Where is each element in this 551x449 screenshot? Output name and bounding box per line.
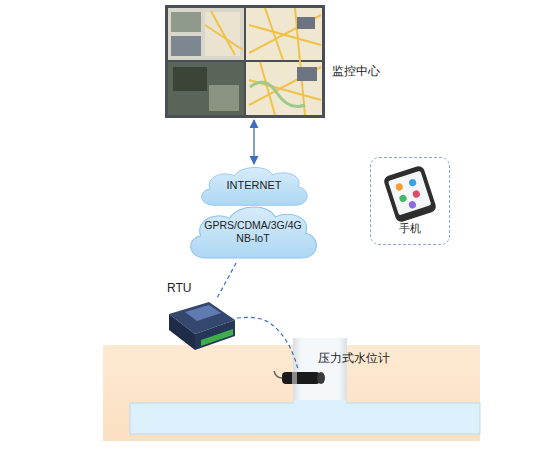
cloud-outline — [202, 167, 308, 205]
node-label: RTU — [167, 281, 191, 295]
network-cloud: GPRS/CDMA/3G/4G NB-IoT — [184, 201, 322, 263]
wireless-link — [237, 317, 298, 369]
sensor-ring — [292, 372, 297, 384]
ground-band — [103, 345, 480, 441]
cloud-outline — [191, 207, 317, 258]
map-road — [249, 67, 321, 105]
rtu-shape — [165, 300, 237, 355]
node-label: 压力式水位计 — [318, 351, 390, 365]
app-icon — [412, 190, 421, 199]
text-wrap: 手机 — [371, 218, 449, 236]
link-arrow — [253, 120, 254, 164]
well-water — [294, 400, 346, 406]
screen-panel — [168, 62, 244, 115]
wireless-link — [216, 263, 236, 300]
sensor-cable — [274, 371, 282, 378]
text-wrap: RTU — [167, 278, 191, 296]
video-thumb — [209, 85, 239, 111]
wall-frame — [165, 5, 325, 118]
map-road — [205, 25, 243, 50]
internet-cloud: INTERNET — [196, 163, 312, 209]
rtu-label-plate — [185, 305, 221, 321]
video-thumb — [173, 67, 207, 91]
rtu-side — [169, 314, 195, 350]
app-icon — [408, 178, 417, 187]
map-road — [249, 15, 321, 53]
monitor-wall: 监控中心 — [165, 5, 325, 118]
map-road — [265, 8, 283, 60]
app-icon — [395, 182, 404, 191]
map-road — [211, 11, 235, 55]
map-thumb — [205, 12, 240, 56]
text-wrap: INTERNET — [196, 163, 312, 209]
text-wrap: GPRS/CDMA/3G/4G NB-IoT — [184, 201, 322, 263]
app-icon — [398, 194, 407, 203]
app-icon — [408, 200, 417, 209]
node-label: 手机 — [399, 222, 421, 234]
video-thumb — [171, 36, 201, 56]
screen-panel — [246, 62, 322, 115]
wall-shape — [165, 5, 325, 118]
phone-box: 手机 — [370, 157, 450, 245]
video-thumb — [297, 17, 315, 29]
water-channel — [130, 403, 480, 434]
sensor-head — [317, 372, 325, 384]
node-label: 监控中心 — [332, 64, 380, 78]
node-label: INTERNET — [227, 179, 282, 192]
sensor-body — [282, 372, 320, 384]
pressure-sensor: 压力式水位计 — [278, 369, 328, 387]
screen-panel — [168, 8, 244, 60]
map-green — [250, 82, 305, 106]
rtu-terminal — [201, 329, 233, 346]
video-thumb — [297, 67, 317, 81]
phone-body — [383, 165, 438, 224]
rtu-device: RTU — [165, 300, 237, 355]
phone-screen — [388, 171, 431, 216]
screen-panel — [246, 8, 322, 60]
sensor-shape — [278, 369, 328, 387]
rtu-front — [195, 320, 235, 350]
video-thumb — [171, 12, 201, 32]
node-label: GPRS/CDMA/3G/4G NB-IoT — [201, 219, 305, 244]
text-wrap: 监控中心 — [332, 61, 380, 79]
text-wrap: 压力式水位计 — [318, 348, 390, 366]
